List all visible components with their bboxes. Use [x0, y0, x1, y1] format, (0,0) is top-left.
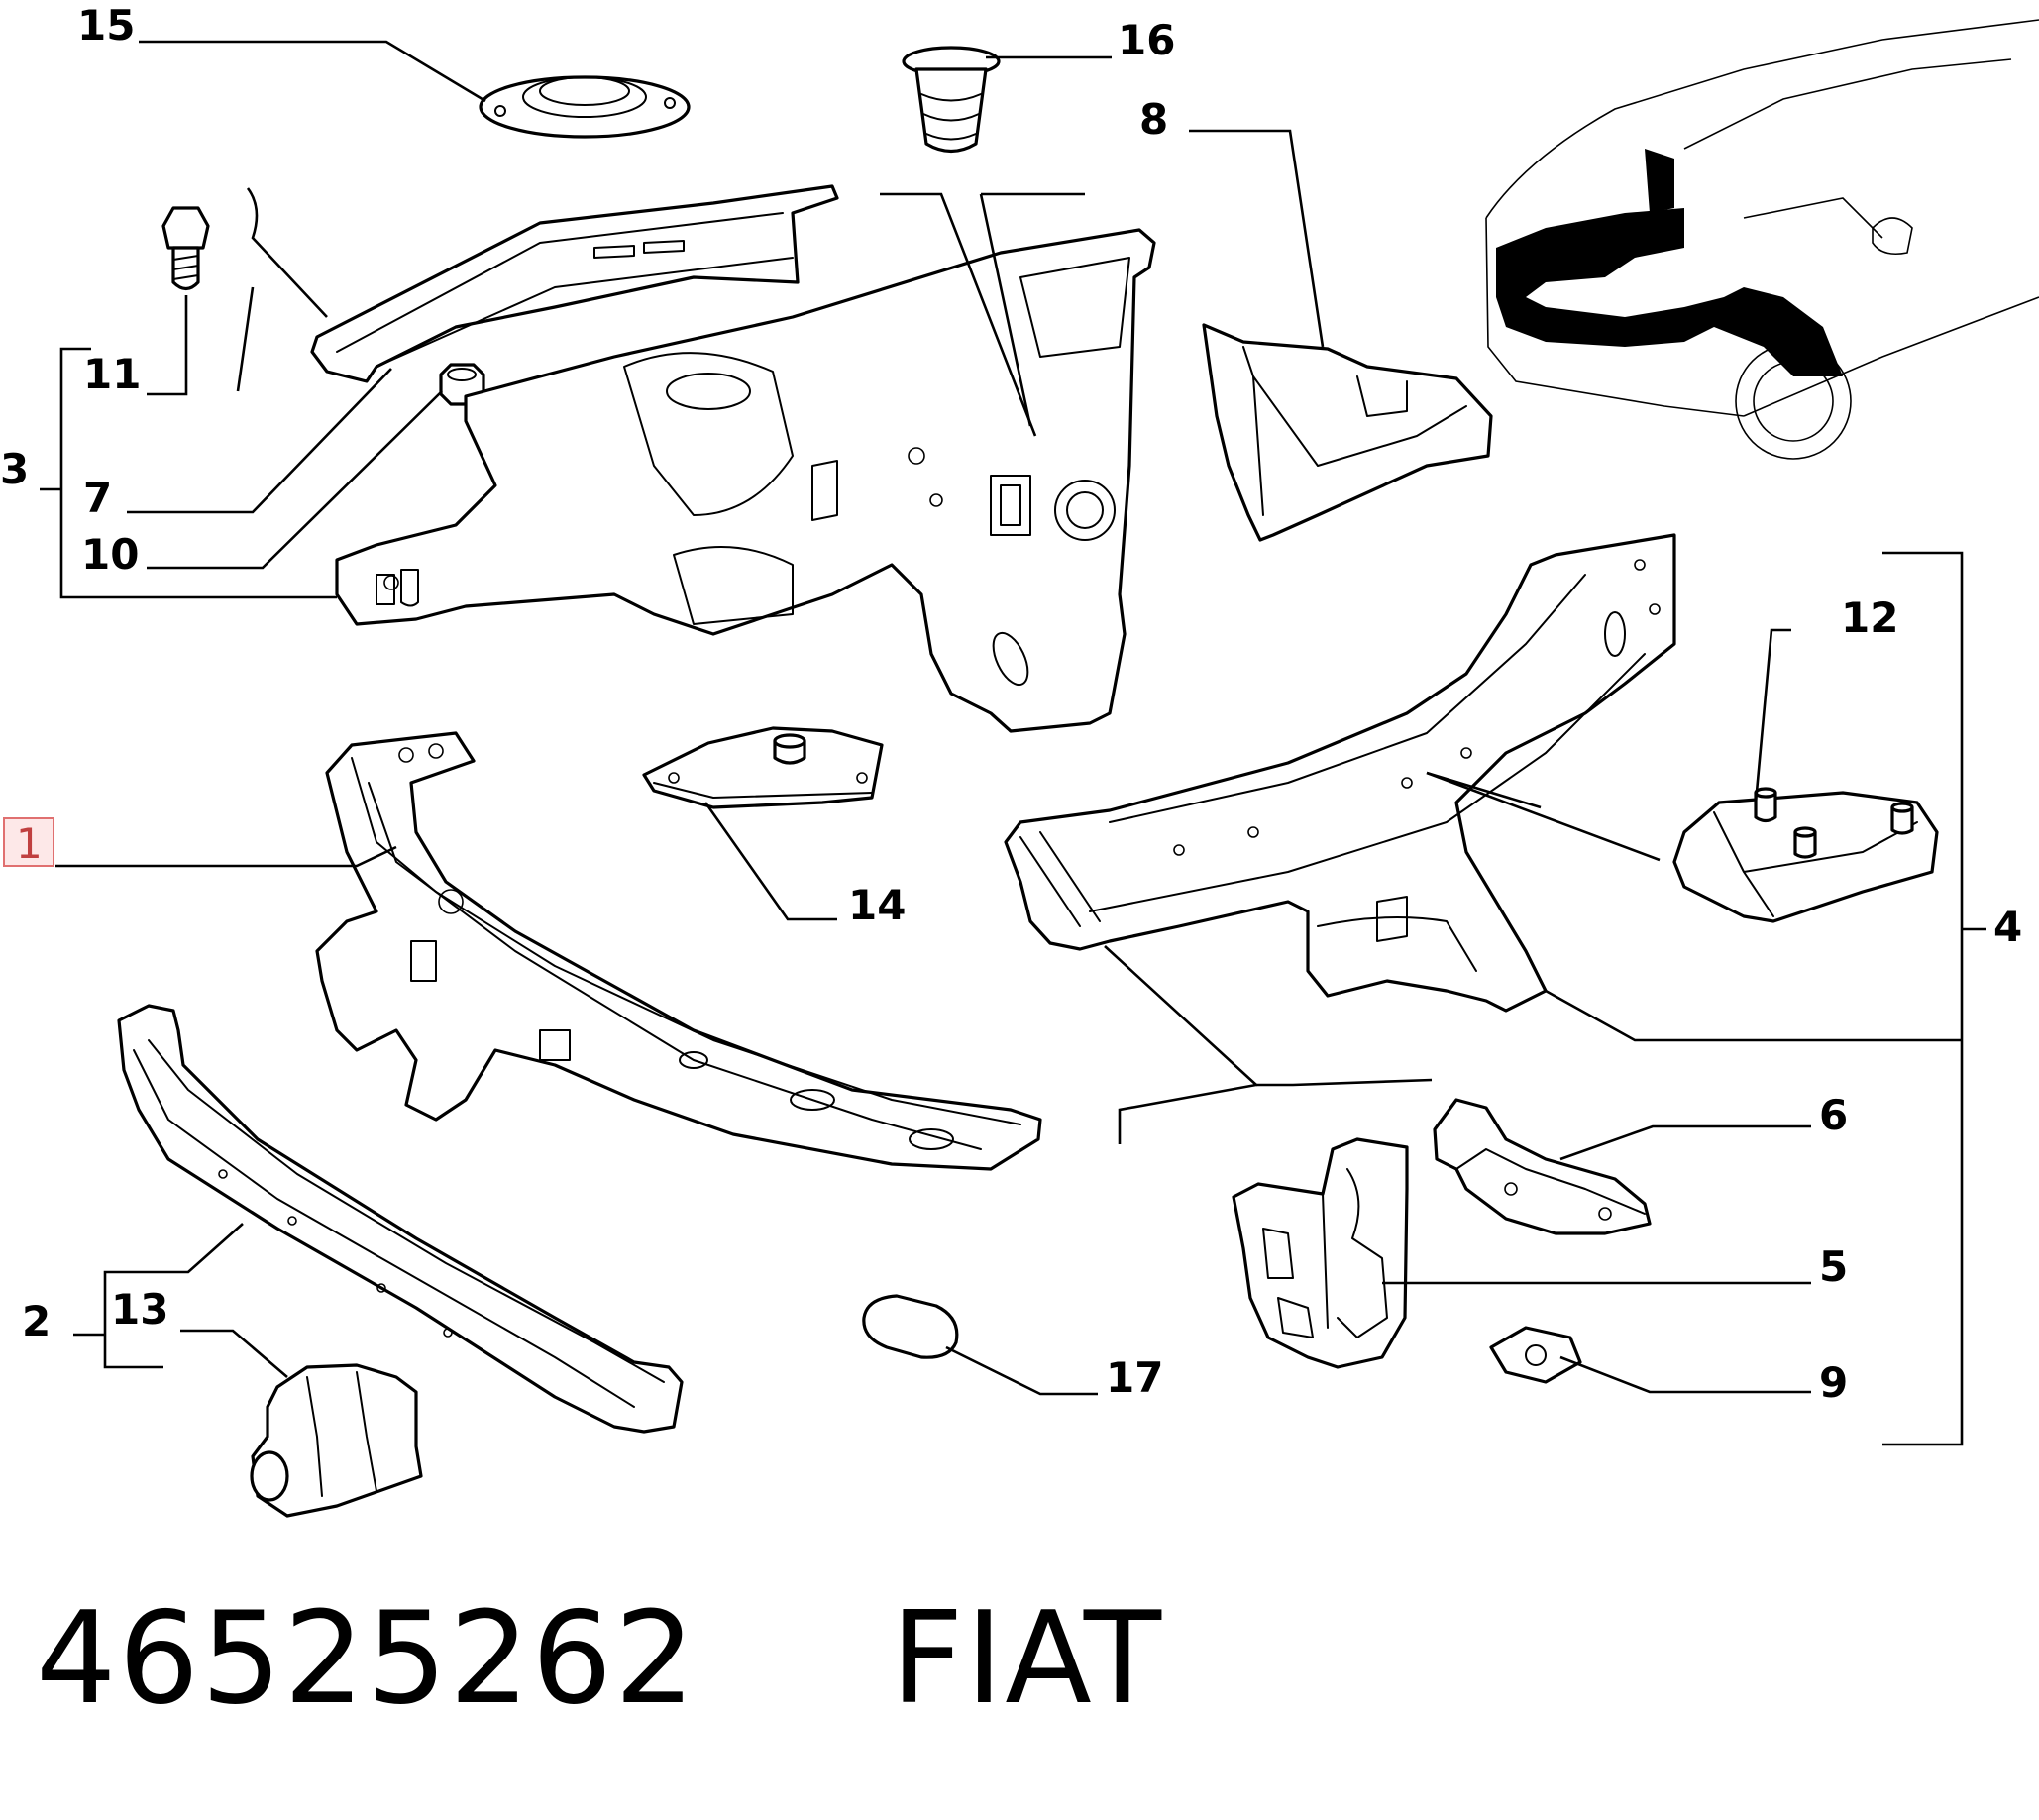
vehicle-overview [1485, 19, 2039, 460]
callout-3: 3 [0, 445, 29, 493]
callout-7: 7 [83, 474, 112, 522]
part-5-reinforcement [1232, 1137, 1409, 1369]
callout-15: 15 [77, 1, 135, 50]
callout-13: 13 [111, 1285, 168, 1334]
callout-2: 2 [22, 1297, 51, 1345]
part-12-mount [1672, 787, 1939, 923]
part-7-upper-rail [310, 184, 839, 383]
part-8-bracket [1202, 323, 1493, 542]
callout-1: 1 [16, 819, 43, 868]
callout-17: 17 [1106, 1353, 1163, 1402]
callout-12: 12 [1841, 593, 1898, 642]
part-14-plate [642, 726, 884, 809]
callout-6: 6 [1819, 1091, 1848, 1139]
footer-caption: 46525262 FIAT [36, 1585, 1163, 1733]
callout-16: 16 [1118, 16, 1175, 64]
leader-lines [40, 40, 1986, 1446]
part-13-mount-bracket [250, 1363, 423, 1518]
callout-4: 4 [1993, 903, 2022, 951]
part-2-bumper-beam [117, 1004, 684, 1434]
callout-5: 5 [1819, 1242, 1848, 1291]
part-number: 46525262 [36, 1585, 698, 1733]
callout-14: 14 [848, 881, 906, 929]
callout-11: 11 [83, 350, 141, 398]
callout-10: 10 [81, 530, 139, 579]
callout-9: 9 [1819, 1358, 1848, 1407]
callout-labels: 15 16 8 11 3 7 10 12 1 14 4 6 5 2 13 17 … [0, 1, 2022, 1407]
part-6-bracket [1433, 1098, 1652, 1235]
part-3-wheelhouse [335, 228, 1156, 733]
part-9-plate [1489, 1326, 1582, 1384]
part-17-plug [862, 1294, 959, 1359]
callout-8: 8 [1139, 95, 1168, 144]
part-4-side-member [1004, 533, 1676, 1013]
callout-1-highlight [3, 817, 54, 867]
part-11-bolt [161, 206, 210, 291]
part-15-grommet [479, 75, 691, 139]
brand-name: FIAT [890, 1585, 1164, 1733]
part-16-clip [902, 46, 1001, 154]
